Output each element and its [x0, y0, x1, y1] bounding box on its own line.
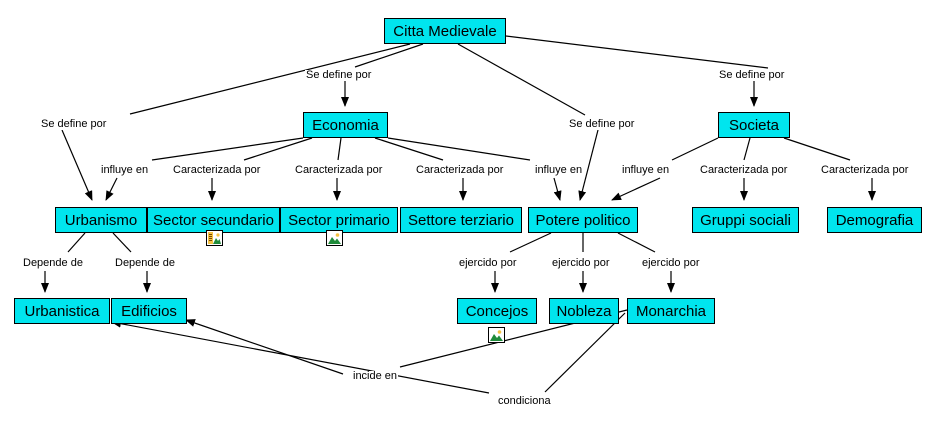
- edge-citta-societa-a: [505, 35, 769, 69]
- node-concejos[interactable]: Concejos: [457, 298, 537, 324]
- node-demografia[interactable]: Demografia: [827, 207, 922, 233]
- edge-citta-urbanismo-b: [61, 129, 93, 201]
- edge-monarchia-urbanistica-a: [544, 312, 626, 393]
- link-label-caracterizada-por: Caracterizada por: [820, 164, 910, 176]
- node-label: Sector secundario: [153, 211, 274, 229]
- edge-economia-secundario-a: [243, 137, 313, 161]
- link-label-caracterizada-por: Caracterizada por: [172, 164, 262, 176]
- link-label-se-define-por: Se define por: [718, 69, 786, 81]
- edge-citta-urbanismo-a: [129, 43, 411, 115]
- node-label: Demografia: [835, 211, 914, 229]
- edge-economia-urbanismo-b: [105, 177, 118, 201]
- edge-monarchia-edificios-b: [185, 319, 344, 375]
- link-label-condiciona: condiciona: [497, 395, 552, 407]
- edge-economia-terziario-a: [374, 137, 444, 161]
- edge-societa-potere-b: [611, 177, 661, 201]
- node-label: Gruppi sociali: [700, 211, 791, 229]
- node-label: Economia: [312, 116, 379, 134]
- edge-societa-demografia-a: [783, 137, 851, 161]
- edge-citta-economia-a: [354, 43, 424, 68]
- node-label: Edificios: [121, 302, 177, 320]
- link-label-caracterizada-por: Caracterizada por: [294, 164, 384, 176]
- node-settore-terziario[interactable]: Settore terziario: [400, 207, 522, 233]
- edge-potere-monarchia-a: [617, 232, 656, 253]
- image-thumbnail-icon[interactable]: [206, 230, 223, 246]
- node-urbanistica[interactable]: Urbanistica: [14, 298, 110, 324]
- node-societa[interactable]: Societa: [718, 112, 790, 138]
- link-label-ejercido-por: ejercido por: [641, 257, 701, 269]
- edge-economia-potere-b: [553, 177, 562, 201]
- image-thumbnail-icon[interactable]: [488, 327, 505, 343]
- node-citta-medievale[interactable]: Citta Medievale: [384, 18, 506, 44]
- node-label: Citta Medievale: [393, 22, 497, 40]
- node-label: Urbanistica: [24, 302, 100, 320]
- edge-citta-potere-b: [578, 129, 599, 201]
- edge-urbanismo-edificios-a: [112, 232, 132, 253]
- node-label: Settore terziario: [408, 211, 514, 229]
- edge-urbanismo-urbanistica-a: [67, 232, 86, 253]
- node-sector-primario[interactable]: Sector primario: [280, 207, 398, 233]
- link-label-ejercido-por: ejercido por: [551, 257, 611, 269]
- node-label: Monarchia: [635, 302, 707, 320]
- edge-economia-primario-a: [337, 137, 342, 161]
- link-label-caracterizada-por: Caracterizada por: [415, 164, 505, 176]
- link-label-ejercido-por: ejercido por: [458, 257, 518, 269]
- edge-economia-urbanismo-a: [151, 137, 304, 161]
- node-label: Societa: [728, 116, 780, 134]
- node-economia[interactable]: Economia: [303, 112, 388, 138]
- node-nobleza[interactable]: Nobleza: [549, 298, 619, 324]
- link-label-influye-en: influye en: [621, 164, 671, 176]
- edge-economia-potere-a: [387, 137, 531, 161]
- edge-societa-potere-a: [671, 137, 719, 161]
- node-gruppi-sociali[interactable]: Gruppi sociali: [692, 207, 799, 233]
- image-thumbnail-icon[interactable]: [326, 230, 343, 246]
- node-label: Nobleza: [556, 302, 612, 320]
- node-label: Urbanismo: [64, 211, 138, 229]
- edge-societa-gruppi-a: [743, 137, 751, 161]
- node-label: Concejos: [465, 302, 529, 320]
- node-urbanismo[interactable]: Urbanismo: [55, 207, 147, 233]
- node-label: Sector primario: [288, 211, 390, 229]
- node-sector-secundario[interactable]: Sector secundario: [147, 207, 280, 233]
- link-label-depende-de: Depende de: [22, 257, 84, 269]
- edge-citta-potere-a: [457, 43, 586, 116]
- node-potere-politico[interactable]: Potere politico: [528, 207, 638, 233]
- link-label-influye-en: influye en: [534, 164, 584, 176]
- link-label-incide-en: incide en: [352, 370, 399, 382]
- node-monarchia[interactable]: Monarchia: [627, 298, 715, 324]
- edge-potere-concejos-a: [509, 232, 552, 253]
- node-edificios[interactable]: Edificios: [111, 298, 187, 324]
- edge-monarchia-urbanistica-b: [111, 319, 490, 394]
- link-label-se-define-por: Se define por: [305, 69, 373, 81]
- link-label-depende-de: Depende de: [114, 257, 176, 269]
- link-label-se-define-por: Se define por: [568, 118, 636, 130]
- link-label-se-define-por: Se define por: [40, 118, 108, 130]
- node-label: Potere politico: [535, 211, 631, 229]
- link-label-caracterizada-por: Caracterizada por: [699, 164, 789, 176]
- link-label-influye-en: influye en: [100, 164, 150, 176]
